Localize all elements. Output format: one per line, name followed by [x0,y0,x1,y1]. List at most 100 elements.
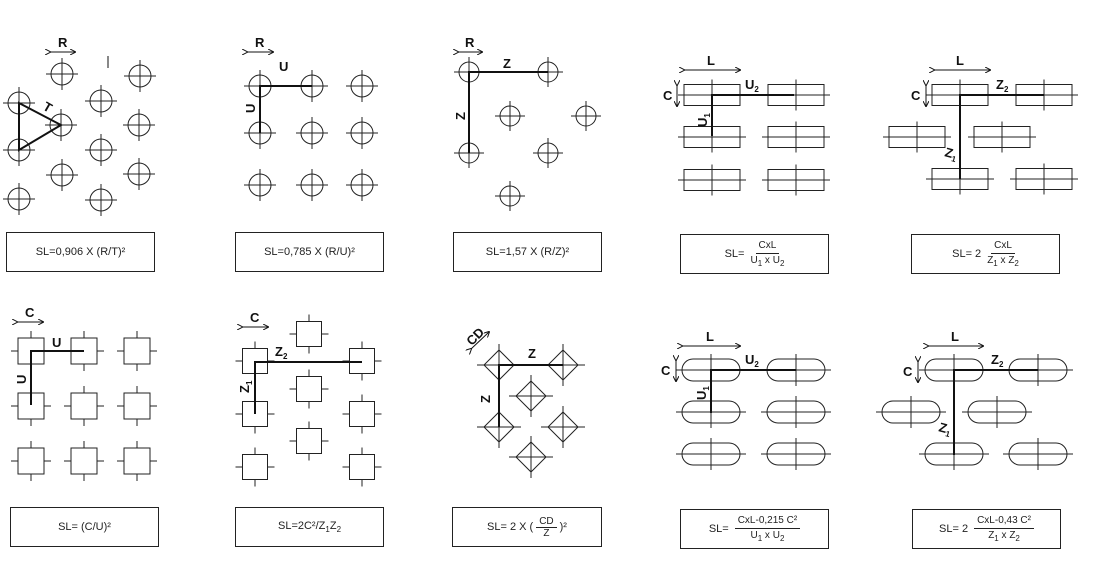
label-c: C [250,310,260,325]
hole-outline [123,337,151,365]
pattern-rect-slot-staggered: L C Z2 Z1 [883,53,1078,195]
round-hole [346,70,378,102]
round-hole [85,134,117,166]
label-u1: U1 [695,113,712,127]
formula-prefix: SL= [724,248,745,260]
hole-outline [242,454,268,480]
hole-outline [70,447,98,475]
pitch-lines [953,369,1038,455]
round-holes [244,70,378,201]
denominator: Z1 x Z2 [987,254,1019,268]
formula-prefix: SL= 2 [952,248,982,260]
square-hole [289,421,329,461]
label-c: C [661,363,671,378]
formula-fraction: CxL U1 x U2 [750,240,784,268]
hole-outline [296,376,322,402]
pattern-square-staggered: C Z2 Z1 [235,310,382,487]
formula-prefix: SL= [708,523,729,535]
label-c: C [25,305,35,320]
label-l: L [706,329,714,344]
hole-outline [296,428,322,454]
hole-outline [123,447,151,475]
formula-box-4: SL= CxL U1 x U2 [680,234,829,274]
square-hole [11,441,51,481]
formula-box-5: SL= 2 CxL Z1 x Z2 [911,234,1060,274]
label-u2: U2 [745,77,759,94]
square-hole [64,441,104,481]
round-hole [46,58,78,90]
label-c: C [911,88,921,103]
pattern-diamond: CD Z Z [463,324,585,478]
round-holes [454,57,601,211]
denominator: U1 x U2 [750,254,785,268]
pitch-lines [468,71,548,153]
pitch-lines [959,94,1044,179]
obround-slot [962,396,1032,428]
round-hole [244,169,276,201]
formula-box-6: SL= (C/U)² [10,507,159,547]
triangle-outline [18,101,64,152]
rect-slots [678,79,830,196]
rect-slot [1010,163,1078,195]
obround-slot [676,438,746,470]
label-r: R [255,35,265,50]
label-z1: Z1 [943,144,960,164]
round-hole [296,117,328,149]
label-l: L [956,53,964,68]
formula-fraction: CxL-0,43 C² Z1 x Z2 [974,515,1034,543]
square-hole [342,447,382,487]
formula-fraction: CD Z [536,516,557,539]
label-u1: U1 [694,386,711,400]
numerator: CxL-0,215 C² [734,515,801,529]
hole-outline [349,401,375,427]
diamond-hole [509,436,553,478]
formula-prefix: SL= 2 [939,523,969,535]
pattern-square-aligned: C U U [11,305,157,481]
round-hole [495,181,525,211]
label-c: C [663,88,673,103]
pitch-lines [711,94,794,136]
pitch-lines [259,85,312,133]
numerator: CxL [755,240,780,254]
formula-suffix: )² [559,521,567,533]
square-hole [235,447,275,487]
label-c: C [903,364,913,379]
pitch-lines [710,369,796,413]
label-l: L [951,329,959,344]
denominator: Z1 x Z2 [988,529,1020,543]
label-z-vertical: Z [453,112,468,120]
label-r: R [58,35,68,50]
obround-slot [876,396,946,428]
rect-slot [762,164,830,196]
formula-box-2: SL=0,785 X (R/U)² [235,232,384,272]
formula-text: SL=2C²/Z1Z2 [277,519,342,535]
label-z-horizontal: Z [528,346,536,361]
square-hole [117,441,157,481]
numerator: CxL-0,43 C² [974,515,1034,529]
denominator: U1 x U2 [750,529,785,543]
square-holes [235,314,382,487]
hole-outline [70,392,98,420]
square-holes [11,331,157,481]
label-z-horizontal: Z [503,56,511,71]
label-u-horizontal: U [52,335,61,350]
label-z-vertical: Z [478,395,493,403]
round-hole [85,85,117,117]
hole-outline [296,321,322,347]
numerator: CD [536,516,557,528]
label-z1: Z1 [937,419,954,439]
formula-box-1: SL=0,906 X (R/T)² [6,232,155,272]
diamond-hole [541,406,585,448]
label-u-vertical: U [243,104,258,113]
formula-text: SL=1,57 X (R/Z)² [485,246,570,258]
pattern-round-triangular: R T [3,35,156,216]
square-hole [289,314,329,354]
pattern-round-square: R U U [243,35,378,201]
square-hole [117,331,157,371]
pattern-obround-staggered: L C Z2 Z1 [876,329,1073,470]
round-hole [571,101,601,131]
dimension-cd [471,332,489,349]
square-hole [342,394,382,434]
formula-box-8: SL= 2 X ( CD Z )² [452,507,602,547]
